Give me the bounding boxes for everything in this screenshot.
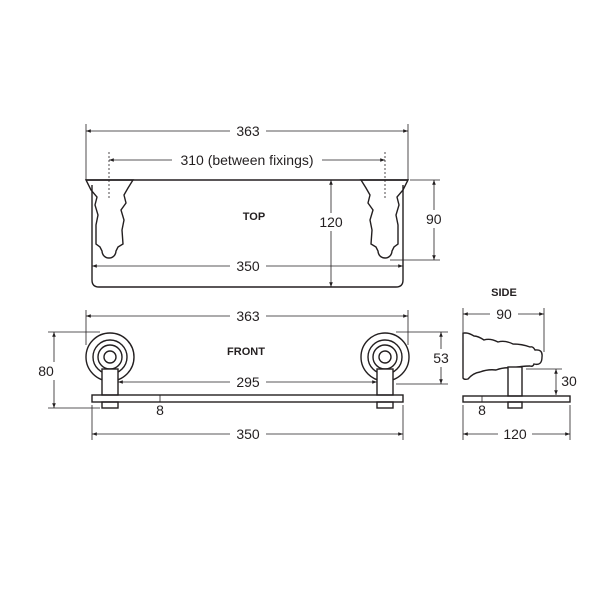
dim-side-bracket-depth: 90 — [496, 306, 512, 322]
top-view: 363 310 (between fixings) TOP 120 90 350 — [84, 122, 454, 288]
top-view-label: TOP — [243, 211, 265, 223]
side-view-label: SIDE — [491, 287, 517, 299]
dim-front-height: 80 — [38, 363, 54, 379]
dim-front-overall-width: 363 — [236, 308, 260, 324]
side-view: SIDE 90 30 8 120 — [462, 287, 581, 443]
front-view: 363 FRONT 295 8 — [38, 307, 454, 443]
glass-shelf-top-outline — [91, 185, 404, 288]
dim-front-glass-thickness: 8 — [156, 402, 164, 418]
side-bracket-icon — [462, 332, 543, 381]
right-bracket-top-icon — [359, 179, 410, 259]
left-bracket-top-icon — [84, 179, 135, 259]
dim-side-shelf-depth: 120 — [503, 426, 527, 442]
dim-post-spacing: 295 — [236, 374, 260, 390]
dim-top-overall-width: 363 — [236, 123, 260, 139]
dim-top-depth: 120 — [319, 214, 343, 230]
glass-shelf-front — [91, 394, 404, 403]
dim-top-shelf-width: 350 — [236, 258, 260, 274]
dim-rosette-height: 53 — [433, 350, 449, 366]
dim-post-height: 30 — [561, 373, 577, 389]
front-view-label: FRONT — [227, 346, 265, 358]
dim-front-shelf-width: 350 — [236, 426, 260, 442]
dim-between-fixings: 310 (between fixings) — [180, 152, 313, 168]
dim-side-glass-thickness: 8 — [478, 402, 486, 418]
dim-top-bracket-depth: 90 — [426, 211, 442, 227]
